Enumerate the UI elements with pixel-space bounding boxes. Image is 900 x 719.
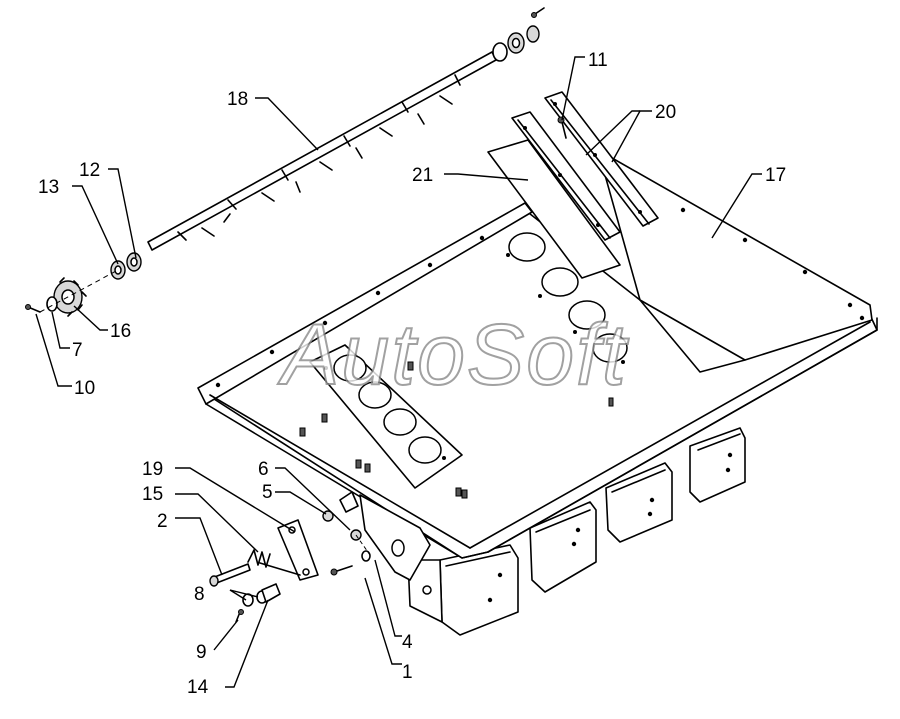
callout-21: 21 <box>412 165 433 186</box>
side-bracket <box>339 491 431 581</box>
callout-16: 16 <box>110 321 131 342</box>
callout-11: 11 <box>588 50 608 71</box>
floor-slots <box>299 361 614 499</box>
small-parts <box>209 510 371 623</box>
flange-slots <box>215 207 865 388</box>
main-tray <box>197 149 878 636</box>
callout-17: 17 <box>765 165 786 186</box>
callout-15: 15 <box>142 484 163 505</box>
sprocket <box>53 277 87 317</box>
callout-12: 12 <box>79 160 100 181</box>
callout-10: 10 <box>74 378 95 399</box>
callout-7: 7 <box>72 340 83 361</box>
left-hole-plate <box>309 344 463 489</box>
callout-19: 19 <box>142 459 163 480</box>
callout-5: 5 <box>262 482 273 503</box>
callout-1: 1 <box>402 662 413 683</box>
callout-6: 6 <box>258 459 269 480</box>
shaft-assembly <box>25 7 545 317</box>
roller-boxes <box>407 427 746 636</box>
watermark-text: AutoSoft <box>277 307 629 403</box>
callout-14: 14 <box>187 677 209 698</box>
callout-13: 13 <box>38 177 59 198</box>
shaft-teeth <box>177 74 461 241</box>
callout-2: 2 <box>157 511 168 532</box>
callout-9: 9 <box>196 642 207 663</box>
callout-4: 4 <box>402 632 413 653</box>
callout-18: 18 <box>227 89 248 110</box>
callout-8: 8 <box>194 584 205 605</box>
callout-labels: 1 2 4 5 6 7 8 9 10 11 12 13 14 15 16 17 … <box>38 50 786 698</box>
strip-plates <box>487 91 659 279</box>
callout-leaders <box>35 56 762 688</box>
callout-20: 20 <box>655 102 676 123</box>
floor-holes <box>506 232 628 364</box>
